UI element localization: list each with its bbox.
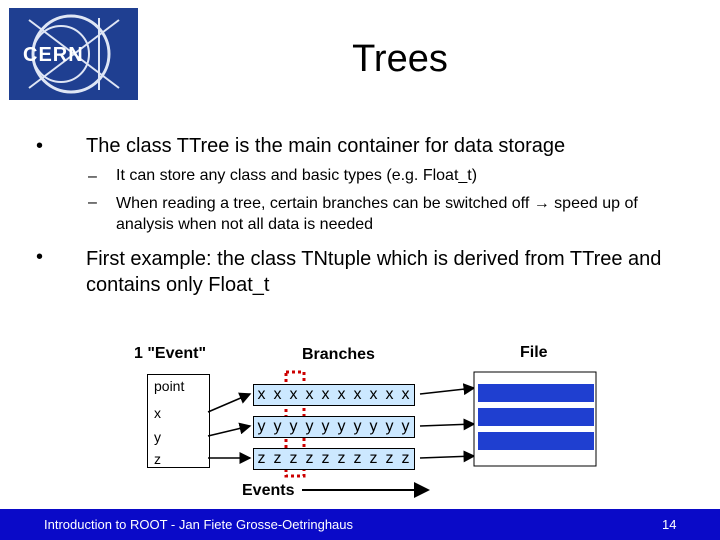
slide-title: Trees xyxy=(352,38,448,80)
branch-cell: y xyxy=(337,418,347,435)
branch-cell: z xyxy=(401,450,411,467)
sub-bullet-marker: – xyxy=(88,168,97,185)
file-strip-x xyxy=(478,384,594,402)
file-strip-y xyxy=(478,408,594,426)
branch-cell: x xyxy=(353,386,363,403)
branch-cell: x xyxy=(321,386,331,403)
footer-bar xyxy=(0,509,720,540)
event-label: 1 "Event" xyxy=(134,345,207,362)
footer-text: Introduction to ROOT - Jan Fiete Grosse-… xyxy=(44,517,354,532)
branch-row-z: z z z z z z z z z z xyxy=(253,448,415,470)
branch-cell: y xyxy=(369,418,379,435)
file-label: File xyxy=(520,344,548,361)
branch-cell: x xyxy=(273,386,283,403)
branch-cell: x xyxy=(369,386,379,403)
branch-cell: z xyxy=(353,450,363,467)
sub-bullet-text: When reading a tree, certain branches ca… xyxy=(116,195,638,233)
arrow-file-z xyxy=(419,450,476,463)
cern-logo: CERN xyxy=(9,8,138,100)
point-label: point xyxy=(154,378,185,394)
bullet-marker: • xyxy=(36,135,44,157)
branch-cell: x xyxy=(337,386,347,403)
branch-cell: y xyxy=(305,418,315,435)
branch-cell: z xyxy=(273,450,283,467)
bullet-marker: • xyxy=(36,246,44,268)
point-box: point x y z xyxy=(147,374,210,468)
events-label: Events xyxy=(242,482,295,499)
logo-text: CERN xyxy=(23,44,84,66)
arrow-file-y xyxy=(419,418,476,431)
branch-cell: x xyxy=(257,386,267,403)
branch-cell: y xyxy=(289,418,299,435)
branch-cell: z xyxy=(289,450,299,467)
branch-row-y: y y y y y y y y y y xyxy=(253,416,415,438)
arrow-file-x xyxy=(419,383,476,396)
branch-cell: z xyxy=(321,450,331,467)
branch-cell: y xyxy=(401,418,411,435)
branch-cell: z xyxy=(337,450,347,467)
sub-bullet-marker: – xyxy=(88,194,97,211)
branch-cell: y xyxy=(273,418,283,435)
arrow-y xyxy=(207,422,252,437)
branches-label: Branches xyxy=(302,346,375,363)
branch-cell: z xyxy=(385,450,395,467)
branch-cell: z xyxy=(305,450,315,467)
arrow-x xyxy=(207,392,252,413)
point-field-x: x xyxy=(154,405,161,421)
sub-bullet-text: It can store any class and basic types (… xyxy=(116,167,478,184)
branch-cell: y xyxy=(353,418,363,435)
file-strip-z xyxy=(478,432,594,450)
branch-cell: x xyxy=(401,386,411,403)
cern-logo-icon xyxy=(9,8,138,100)
branch-cell: y xyxy=(385,418,395,435)
branch-cell: x xyxy=(289,386,299,403)
branch-cell: x xyxy=(385,386,395,403)
branch-row-x: x x x x x x x x x x xyxy=(253,384,415,406)
point-field-z: z xyxy=(154,451,161,467)
branch-cell: z xyxy=(369,450,379,467)
page-number: 14 xyxy=(662,517,677,532)
bullet-text: The class TTree is the main container fo… xyxy=(86,135,566,157)
branch-cell: x xyxy=(305,386,315,403)
branch-cell: z xyxy=(257,450,267,467)
branch-cell: y xyxy=(321,418,331,435)
bullet-text: First example: the class TNtuple which i… xyxy=(86,248,662,296)
branch-cell: y xyxy=(257,418,267,435)
point-field-y: y xyxy=(154,429,161,445)
